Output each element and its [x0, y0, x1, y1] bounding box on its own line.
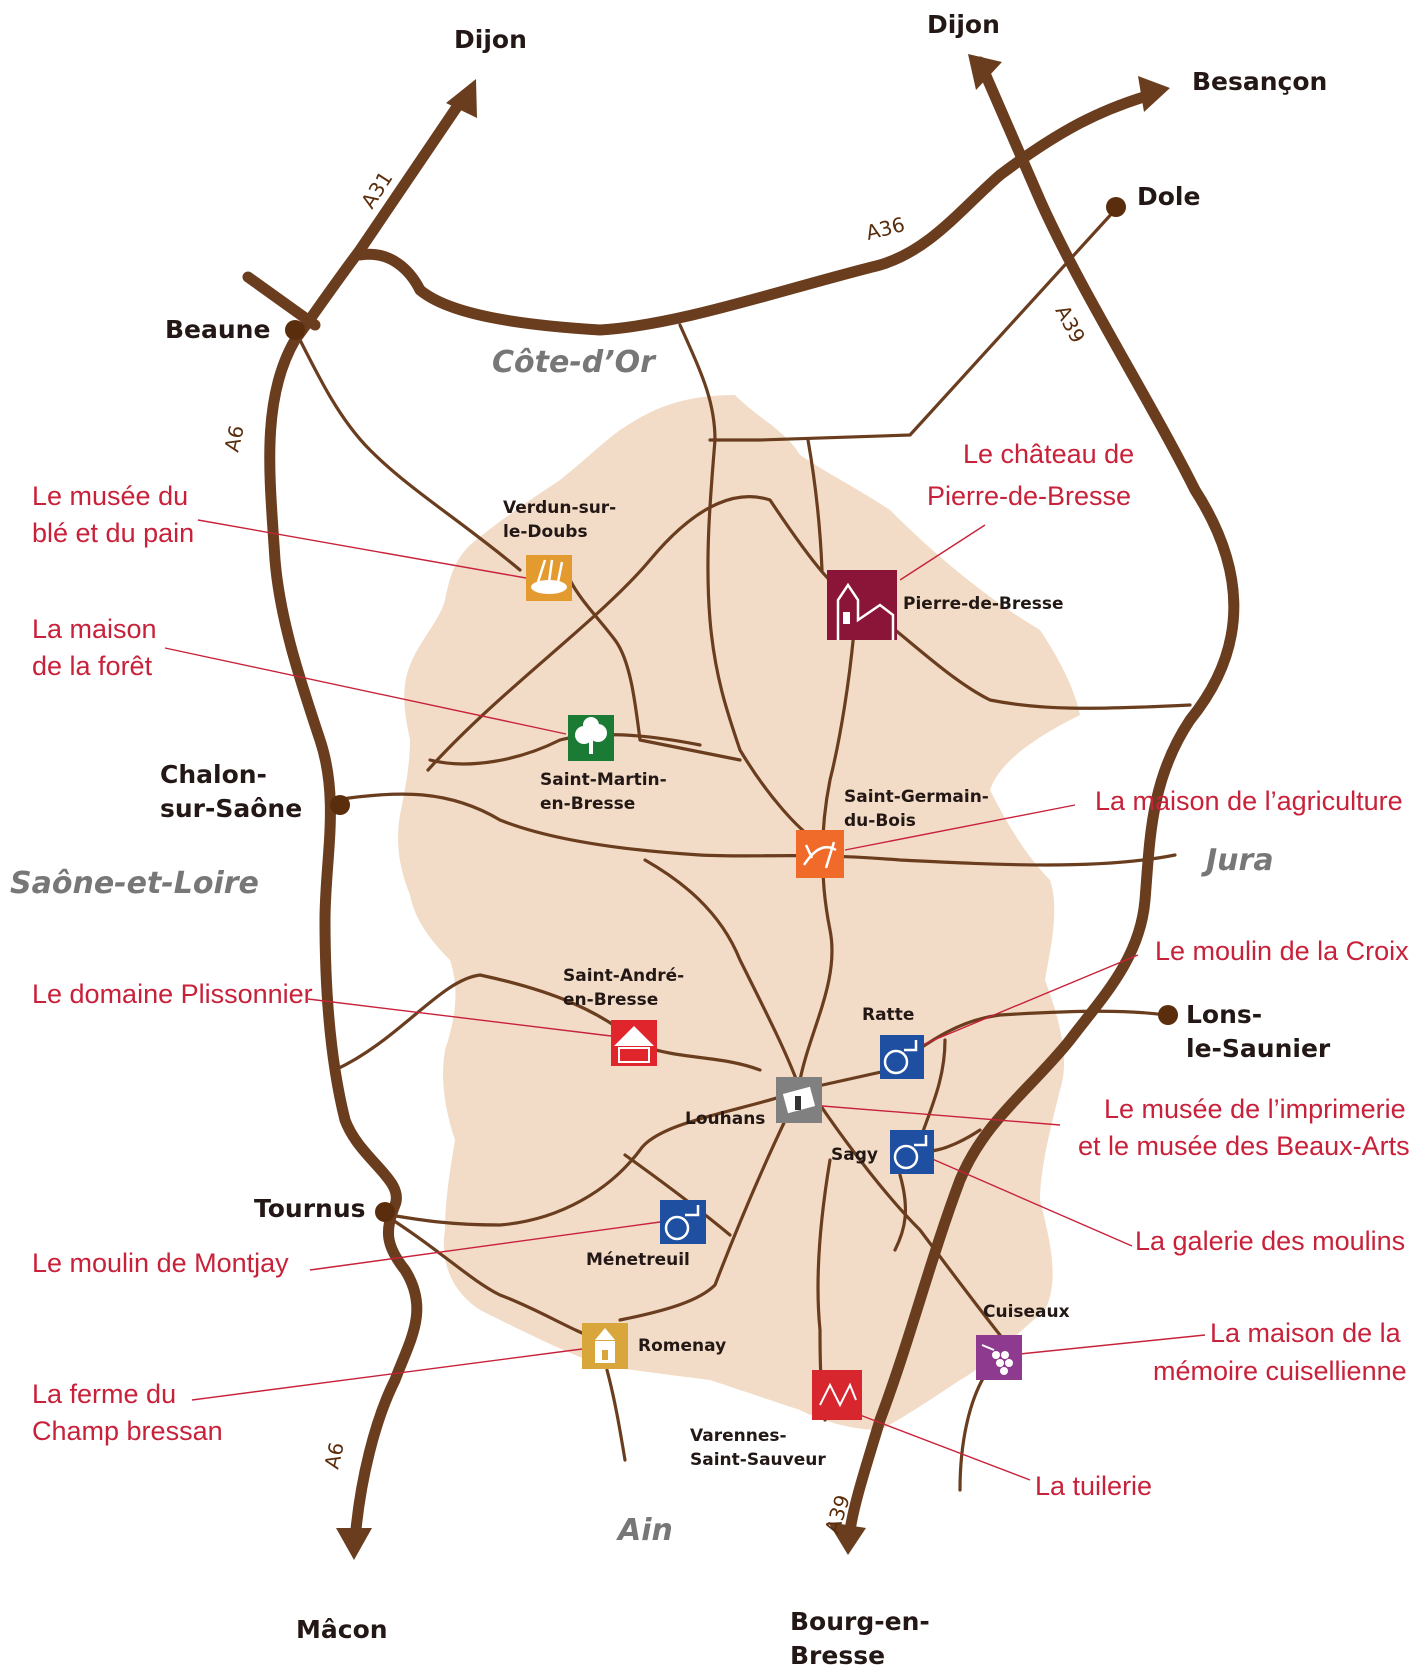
- dole-dot: [1106, 197, 1126, 217]
- chalon-dot: [330, 795, 350, 815]
- highway-a39-label: A39: [1051, 301, 1091, 347]
- poi-chateau[interactable]: Le château de Pierre-de-Bresse: [927, 439, 1142, 511]
- farmhouse-icon[interactable]: [611, 1020, 657, 1066]
- city-dijon: Dijon: [454, 25, 527, 54]
- city-dijon: Dijon: [927, 10, 1000, 39]
- tournus-dot: [375, 1202, 395, 1222]
- town-saint-andre: Saint-André- en-Bresse: [563, 966, 690, 1010]
- highways: [242, 54, 1240, 1560]
- city-chalon: Chalon- sur-Saône: [160, 760, 302, 823]
- poi-moulin-montjay[interactable]: Le moulin de Montjay: [32, 1248, 289, 1278]
- highway-a6-label: A6: [319, 1440, 348, 1471]
- poi-agriculture[interactable]: La maison de l’agriculture: [1095, 786, 1403, 816]
- agriculture-icon[interactable]: [796, 830, 844, 878]
- poi-tuilerie[interactable]: La tuilerie: [1035, 1471, 1152, 1501]
- bresse-area: [398, 395, 1081, 1430]
- city-dole: Dole: [1137, 182, 1200, 211]
- farm-tower-icon[interactable]: [582, 1323, 628, 1369]
- town-saint-martin: Saint-Martin- en-Bresse: [540, 770, 673, 814]
- town-romenay: Romenay: [638, 1336, 726, 1356]
- city-besancon: Besançon: [1192, 67, 1327, 96]
- town-varennes: Varennes- Saint-Sauveur: [690, 1426, 826, 1470]
- castle-icon[interactable]: [827, 570, 897, 640]
- town-sagy: Sagy: [831, 1145, 878, 1165]
- town-verdun: Verdun-sur- le-Doubs: [503, 498, 622, 542]
- town-menetreuil: Ménetreuil: [586, 1250, 690, 1270]
- tile-works-icon[interactable]: [812, 1370, 862, 1420]
- city-tournus: Tournus: [254, 1194, 366, 1223]
- town-pierre-de-bresse: Pierre-de-Bresse: [903, 594, 1064, 614]
- region-ain: Ain: [616, 1513, 673, 1548]
- city-lons: Lons- le-Saunier: [1186, 1000, 1331, 1063]
- wheat-bread-icon[interactable]: [526, 555, 572, 601]
- poi-imprimerie[interactable]: Le musée de l’imprimerie et le musée des…: [1078, 1094, 1413, 1161]
- region-cote-dor: Côte-d’Or: [492, 345, 657, 380]
- city-bourg: Bourg-en- Bresse: [790, 1607, 938, 1670]
- leader-lines: [164, 519, 1206, 1481]
- poi-musee-ble[interactable]: Le musée du blé et du pain: [32, 481, 196, 548]
- region-saone-et-loire: Saône-et-Loire: [10, 866, 259, 901]
- highway-a6-label: A6: [219, 423, 248, 454]
- poi-memoire[interactable]: La maison de la mémoire cuisellienne: [1153, 1318, 1408, 1386]
- town-saint-germain: Saint-Germain- du-Bois: [844, 787, 995, 831]
- watermill-icon[interactable]: [660, 1200, 706, 1244]
- printing-press-icon[interactable]: [776, 1077, 822, 1123]
- poi-moulin-croix[interactable]: Le moulin de la Croix: [1155, 936, 1409, 966]
- region-jura: Jura: [1201, 843, 1274, 878]
- city-macon: Mâcon: [296, 1615, 388, 1644]
- poi-galerie-moulins[interactable]: La galerie des moulins: [1135, 1226, 1405, 1256]
- highway-a36-label: A36: [863, 212, 907, 245]
- grapes-icon[interactable]: [976, 1335, 1022, 1380]
- poi-plissonnier[interactable]: Le domaine Plissonnier: [32, 979, 313, 1009]
- town-ratte: Ratte: [862, 1005, 914, 1025]
- tree-icon[interactable]: [568, 715, 614, 761]
- town-cuiseaux: Cuiseaux: [983, 1302, 1070, 1322]
- watermill-icon[interactable]: [890, 1130, 934, 1174]
- poi-ferme[interactable]: La ferme du Champ bressan: [32, 1379, 223, 1446]
- beaune-dot: [285, 320, 305, 340]
- poi-maison-foret[interactable]: La maison de la forêt: [32, 614, 164, 681]
- city-beaune: Beaune: [165, 315, 270, 344]
- lons-dot: [1158, 1005, 1178, 1025]
- watermill-icon[interactable]: [880, 1035, 924, 1079]
- town-louhans: Louhans: [685, 1109, 765, 1129]
